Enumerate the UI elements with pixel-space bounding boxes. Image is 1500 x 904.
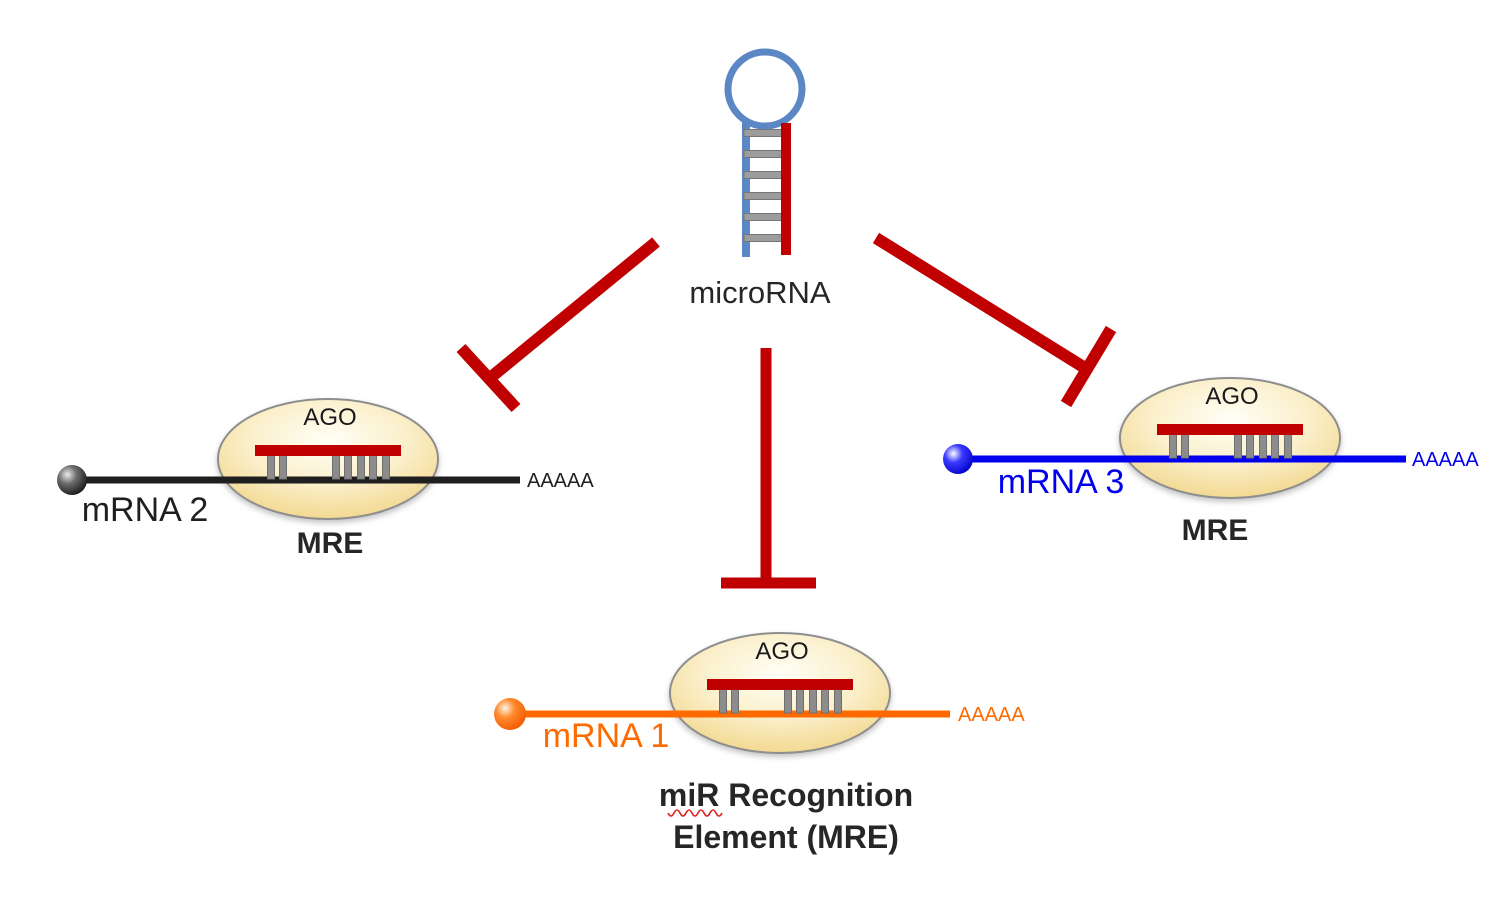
- ago-ellipse: [217, 398, 439, 520]
- ago-label: AGO: [755, 638, 808, 665]
- mre-caption-line1: miR Recognition: [659, 777, 913, 813]
- mre-label: MRE: [1182, 514, 1249, 547]
- inhibition-arrows: [456, 232, 1117, 589]
- spellcheck-squiggle-icon: [667, 809, 723, 817]
- inhibition-arrow-center-icon: [721, 348, 816, 589]
- mirna-guide-bar: [1157, 424, 1303, 435]
- hairpin-loop-icon: [724, 48, 806, 130]
- polya-tail-label: AAAAA: [958, 704, 1025, 726]
- polya-tail-label: AAAAA: [1412, 449, 1479, 471]
- mrna2-complex: AGO AAAAA mRNA 2 MRE: [57, 398, 594, 560]
- mrna2-cap-icon: [57, 465, 87, 495]
- mre-caption-line2: Element (MRE): [673, 819, 899, 855]
- ago-label: AGO: [1205, 383, 1258, 410]
- mrna1-label: mRNA 1: [543, 717, 670, 755]
- base-pairing-teeth: [267, 454, 390, 480]
- mirna-guide-bar: [707, 679, 853, 690]
- polya-tail-label: AAAAA: [527, 470, 594, 492]
- mrna1-complex: AGO AAAAA mRNA 1 miR Recognition Element…: [494, 632, 1025, 855]
- ago-label: AGO: [303, 404, 356, 431]
- mrna2-label: mRNA 2: [82, 491, 209, 529]
- mirna-guide-bar: [255, 445, 401, 456]
- mrna3-complex: AGO AAAAA mRNA 3 MRE: [943, 377, 1479, 547]
- ago-ellipse: [1119, 377, 1341, 499]
- inhibition-arrow-right-icon: [872, 232, 1117, 408]
- mrna1-cap-icon: [494, 698, 526, 730]
- inhibition-arrow-left-icon: [456, 237, 660, 413]
- mre-label: MRE: [297, 527, 364, 560]
- ago-ellipse: [669, 632, 891, 754]
- mrna3-label: mRNA 3: [998, 463, 1125, 501]
- microrna-hairpin: microRNA: [689, 48, 831, 310]
- microrna-label: microRNA: [689, 275, 831, 310]
- mrna3-cap-icon: [943, 444, 973, 474]
